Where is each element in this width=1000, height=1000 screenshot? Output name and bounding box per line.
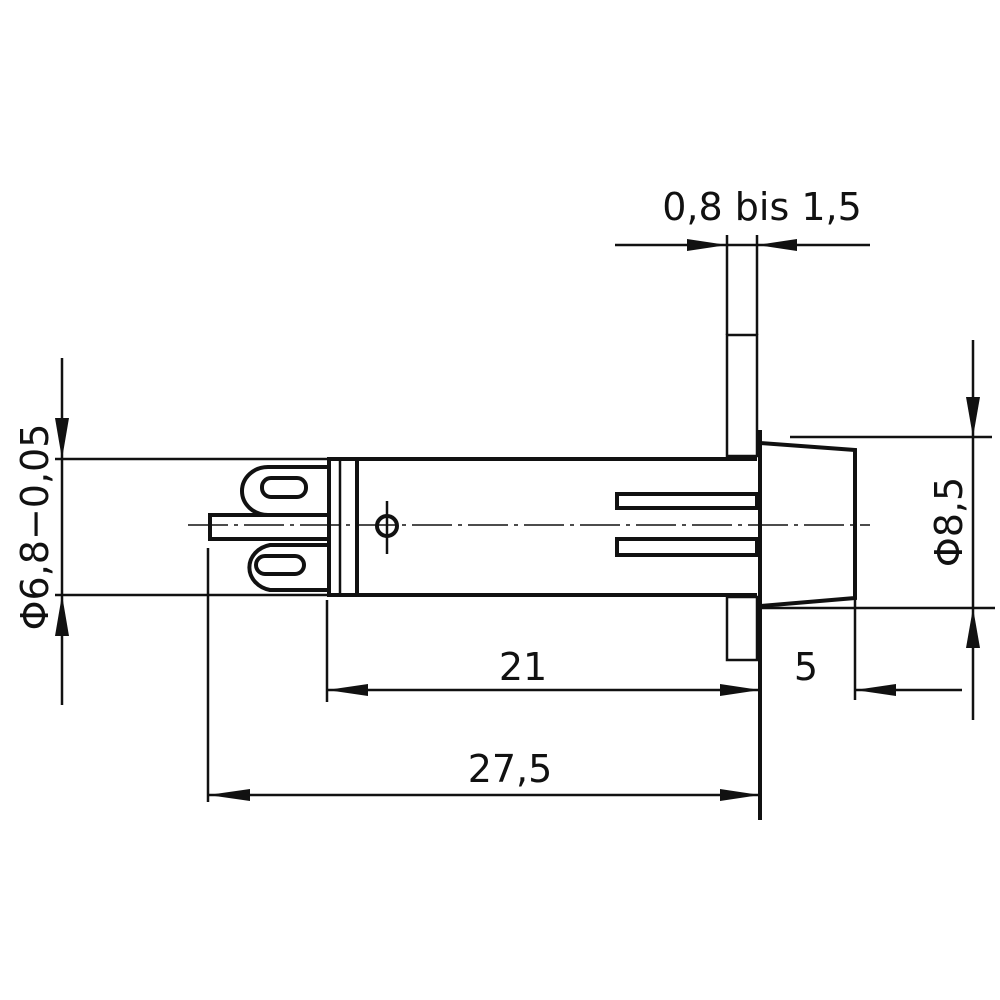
body-diameter-label: Φ6,8−0,05 <box>13 424 57 631</box>
overall-length-dimension: 27,5 <box>206 548 760 802</box>
overall-length-label: 27,5 <box>468 747 553 791</box>
mounting-panel <box>725 333 759 662</box>
body-diameter-dimension: Φ6,8−0,05 <box>13 358 327 705</box>
body-length-label: 21 <box>499 645 547 689</box>
lamp-body <box>327 457 759 597</box>
head-diameter-dimension: Φ8,5 <box>760 340 995 720</box>
solder-terminals <box>208 465 329 592</box>
head-diameter-label: Φ8,5 <box>927 477 971 567</box>
head-length-label: 5 <box>794 645 818 689</box>
diameter-symbol-mark <box>375 501 399 554</box>
panel-thickness-label: 0,8 bis 1,5 <box>662 185 862 229</box>
body-length-dimension: 21 <box>325 600 760 702</box>
lamp-head <box>758 430 857 820</box>
panel-thickness-dimension: 0,8 bis 1,5 <box>615 185 870 335</box>
head-length-dimension: 5 <box>794 598 962 700</box>
